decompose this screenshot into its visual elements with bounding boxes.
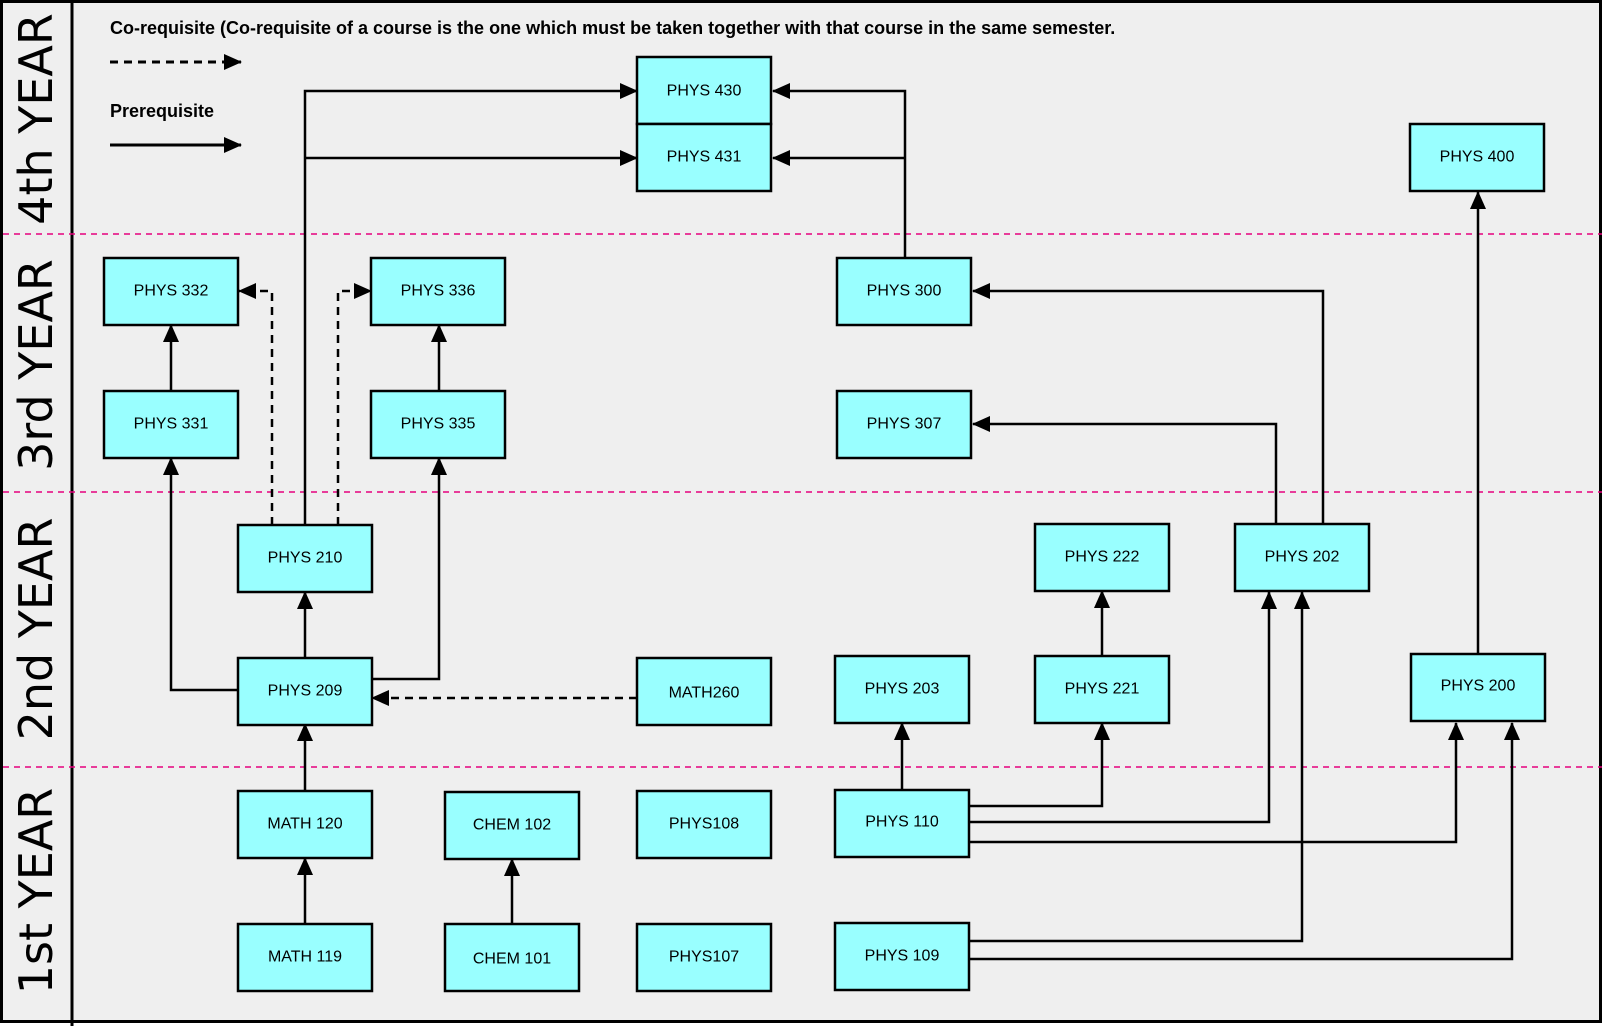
course-label: CHEM 101: [473, 951, 551, 968]
edge-phys209-phys331: [163, 457, 237, 692]
course-phys336[interactable]: PHYS 336: [369, 256, 507, 327]
legend: Co-requisite (Co-requisite of a course i…: [110, 18, 1115, 153]
year-labels: 4th YEAR 3rd YEAR 2nd YEAR 1st YEAR: [9, 13, 63, 994]
legend-corequisite-label: Co-requisite (Co-requisite of a course i…: [110, 18, 1115, 38]
year-label-2nd: 2nd YEAR: [9, 518, 63, 741]
course-phys332[interactable]: PHYS 332: [102, 256, 240, 327]
course-phys431[interactable]: PHYS 431: [635, 122, 773, 193]
course-label: PHYS 109: [865, 948, 940, 965]
courses: PHYS 430 PHYS 431 PHYS 400 PHYS 332 PHYS…: [102, 55, 1547, 993]
edge-phys109-phys202: [969, 591, 1310, 943]
course-phys202[interactable]: PHYS 202: [1233, 522, 1371, 593]
course-label: MATH 120: [267, 816, 342, 833]
course-label: PHYS 202: [1265, 549, 1340, 566]
year-label-3rd: 3rd YEAR: [9, 259, 63, 471]
course-label: CHEM 102: [473, 817, 551, 834]
year-label-4th: 4th YEAR: [9, 13, 63, 225]
edges: [163, 83, 1520, 961]
course-label: PHYS 400: [1440, 149, 1515, 166]
course-phys109[interactable]: PHYS 109: [833, 921, 971, 992]
course-phys110[interactable]: PHYS 110: [833, 788, 971, 859]
edge-phys209-phys335: [372, 457, 447, 681]
course-label: PHYS107: [669, 949, 739, 966]
course-phys221[interactable]: PHYS 221: [1033, 654, 1171, 725]
edge-phys210-phys430: [303, 83, 638, 525]
edge-phys300-phys430: [772, 83, 907, 257]
course-chem102[interactable]: CHEM 102: [443, 790, 581, 861]
course-label: PHYS 222: [1065, 549, 1140, 566]
edge-phys202-phys300: [972, 283, 1325, 524]
course-phys222[interactable]: PHYS 222: [1033, 522, 1171, 593]
course-phys307[interactable]: PHYS 307: [835, 389, 973, 460]
course-label: PHYS 336: [401, 283, 476, 300]
course-phys203[interactable]: PHYS 203: [833, 654, 971, 725]
course-phys108[interactable]: PHYS108: [635, 789, 773, 860]
course-phys430[interactable]: PHYS 430: [635, 55, 773, 126]
edge-phys110-phys202: [969, 591, 1277, 824]
year-dividers: [3, 233, 1602, 768]
course-label: PHYS 300: [867, 283, 942, 300]
course-chem101[interactable]: CHEM 101: [443, 922, 581, 993]
course-label: PHYS 431: [667, 149, 742, 166]
course-label: PHYS 209: [268, 683, 343, 700]
course-label: PHYS 307: [867, 416, 942, 433]
edge-phys110-phys221: [969, 722, 1110, 808]
course-phys200[interactable]: PHYS 200: [1409, 652, 1547, 723]
course-label: MATH260: [669, 685, 740, 702]
course-math120[interactable]: MATH 120: [236, 789, 374, 860]
year-label-1st: 1st YEAR: [9, 788, 63, 994]
edge-phys202-phys307: [972, 416, 1278, 524]
course-label: PHYS 332: [134, 283, 209, 300]
course-label: PHYS 210: [268, 550, 343, 567]
course-label: PHYS108: [669, 816, 739, 833]
course-label: PHYS 331: [134, 416, 209, 433]
coreq-phys210-phys332: [238, 283, 274, 525]
course-phys400[interactable]: PHYS 400: [1408, 122, 1546, 193]
course-label: PHYS 335: [401, 416, 476, 433]
course-label: MATH 119: [268, 949, 342, 966]
course-label: PHYS 203: [865, 681, 940, 698]
course-phys300[interactable]: PHYS 300: [835, 256, 973, 327]
edge-phys109-phys200: [969, 722, 1520, 961]
course-label: PHYS 221: [1065, 681, 1140, 698]
course-label: PHYS 200: [1441, 678, 1516, 695]
course-phys331[interactable]: PHYS 331: [102, 389, 240, 460]
coreq-phys210-phys336: [336, 283, 372, 525]
legend-prerequisite-label: Prerequisite: [110, 101, 214, 121]
course-label: PHYS 110: [865, 814, 939, 831]
course-phys209[interactable]: PHYS 209: [236, 656, 374, 727]
course-math260[interactable]: MATH260: [635, 656, 773, 727]
course-phys210[interactable]: PHYS 210: [236, 523, 374, 594]
course-label: PHYS 430: [667, 83, 742, 100]
course-math119[interactable]: MATH 119: [236, 922, 374, 993]
course-flowchart: 4th YEAR 3rd YEAR 2nd YEAR 1st YEAR Co-r…: [3, 3, 1602, 1026]
edge-phys110-phys200: [969, 722, 1464, 844]
course-phys107[interactable]: PHYS107: [635, 922, 773, 993]
course-phys335[interactable]: PHYS 335: [369, 389, 507, 460]
